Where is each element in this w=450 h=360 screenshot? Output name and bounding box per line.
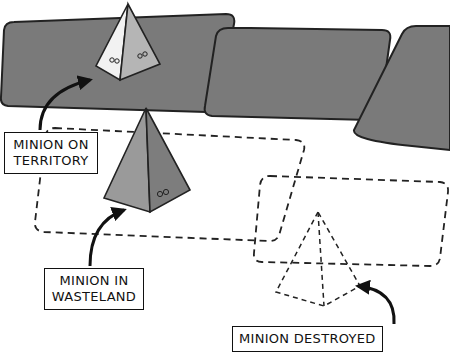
territory-tile xyxy=(354,26,450,150)
leader-arrow xyxy=(40,80,90,130)
minion-pyramid xyxy=(104,108,190,212)
destroyed-pyramid xyxy=(276,212,360,306)
callout-label: MINION IN WASTELAND xyxy=(51,273,137,305)
callout-box: MINION IN WASTELAND xyxy=(44,268,144,310)
minion-pyramid xyxy=(96,4,160,80)
callout-box: MINION ON TERRITORY xyxy=(4,132,98,174)
leader-arrow xyxy=(358,286,394,324)
leader-arrow xyxy=(90,210,124,266)
callout-label: MINION ON TERRITORY xyxy=(11,137,91,169)
callout-box: MINION DESTROYED xyxy=(232,326,383,352)
callout-label: MINION DESTROYED xyxy=(239,331,376,347)
territory-tile xyxy=(205,28,391,120)
wasteland-outline xyxy=(254,176,448,266)
